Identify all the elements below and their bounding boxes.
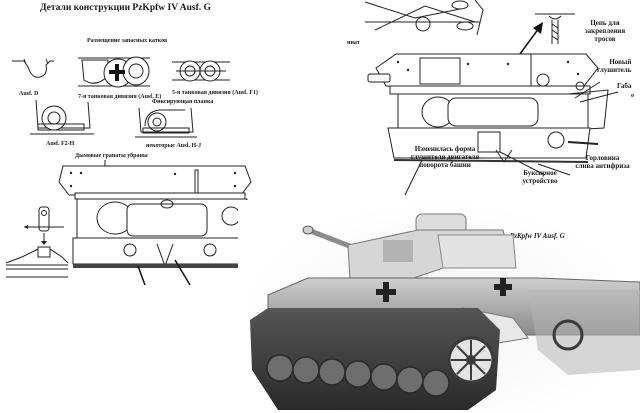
caption-fix-bar: Фиксирующая планка bbox=[152, 99, 214, 105]
balkenkreuz-front bbox=[376, 282, 396, 302]
caption-ausf-d: Ausf. D bbox=[19, 91, 39, 97]
caption-antifreeze: Горловина слива антифриза bbox=[575, 154, 630, 171]
chain-drawing bbox=[535, 13, 575, 44]
tank-div-7-wheels-drawing bbox=[78, 56, 150, 88]
caption-chain: Цепь для закрепления тросов bbox=[584, 19, 626, 44]
caption-tank-div-7: 7-я танковая дивизия (Ausf. E) bbox=[78, 94, 162, 100]
rear-hull-detail-drawing bbox=[367, 53, 609, 163]
caption-smoke-grenades: Дымовые гранаты убраны bbox=[75, 153, 148, 159]
caption-partial-gaba: Габа bbox=[617, 82, 632, 90]
callout-lines bbox=[404, 81, 619, 196]
left-panel-title: Детали конструкции PzKpfw IV Ausf. G bbox=[40, 3, 211, 13]
balkenkreuz-side bbox=[494, 278, 512, 296]
chain-pointer-arrow bbox=[516, 22, 543, 59]
rear-hull-drawing bbox=[58, 160, 265, 286]
spare-wheels-subtitle: Размещение запасных катков bbox=[87, 38, 168, 44]
photo-caption: PzKpfw IV Ausf. G bbox=[510, 232, 565, 240]
tank-div-5-wheels-drawing bbox=[172, 60, 230, 82]
ausf-d-bracket-drawing bbox=[12, 58, 54, 78]
caption-partial-o: о bbox=[631, 93, 634, 99]
caption-new-muffler: Новый глушитель bbox=[597, 58, 632, 75]
ausf-hj-wheel-drawing bbox=[135, 107, 197, 138]
caption-ausf-f2h: Ausf. F2-H bbox=[46, 141, 75, 147]
tank-silhouette bbox=[250, 213, 640, 410]
tank-photo: PzKpfw IV Ausf. G bbox=[238, 200, 640, 413]
caption-tow: Буксирное устройство bbox=[522, 169, 558, 186]
caption-tank-div-5: 5-я танковая дивизия (Ausf. F1) bbox=[172, 90, 258, 96]
engine-deck-drawing bbox=[364, 0, 484, 36]
caption-some-ausf-hj: некоторые Ausf. H-J bbox=[146, 143, 202, 149]
tow-hitch-detail-drawing bbox=[5, 206, 69, 278]
caption-partial-nat: ннат bbox=[347, 40, 360, 46]
caption-turret-muffler: Изменилась форма глушителя двигателя пов… bbox=[410, 145, 480, 170]
ausf-f2h-wheel-drawing bbox=[30, 99, 94, 135]
